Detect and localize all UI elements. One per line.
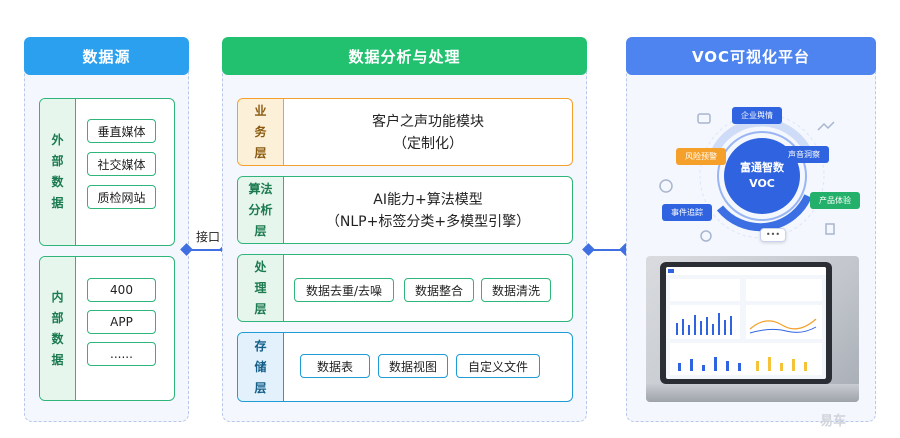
laptop-base [646,384,859,402]
voc-badge-risk-warning: 风险预警 [676,148,726,165]
thumb-icon [825,223,835,235]
voc-badge-product-experience: 产品体验 [810,192,860,209]
algorithm-text: AI能力+算法模型 （NLP+标签分类+多模型引擎） [284,189,572,233]
voc-header: VOC可视化平台 [626,37,876,75]
tag-char: 外 [51,133,64,147]
gauge-icon [659,179,673,193]
voc-title: VOC可视化平台 [691,47,811,66]
data-source-header: 数据源 [24,37,189,75]
tag-char: 算法 [248,181,273,196]
tag-char: 存 [254,338,267,353]
external-source-chip: 社交媒体 [87,152,156,176]
storage-layer-tag: 存 储 层 [238,333,284,401]
tag-char: 务 [254,124,267,139]
tag-char: 层 [254,223,267,238]
dashboard-mini-chart [666,267,826,375]
tag-char: 据 [51,196,64,210]
storage-chip: 数据表 [300,354,370,378]
search-icon [700,230,712,242]
bell-icon [697,113,711,124]
voc-badge-public-opinion: 企业舆情 [732,107,782,124]
voc-center-line: VOC [749,177,775,190]
tag-char: 数 [51,331,64,346]
watermark-text: 易车 [820,414,847,429]
more-button[interactable]: ••• [760,228,786,242]
tag-char: 部 [51,154,64,168]
voc-center-label: 富通智数 VOC [726,160,798,192]
data-source-title: 数据源 [82,47,131,66]
business-layer-tag: 业 务 层 [238,99,284,165]
voc-center-line: 富通智数 [740,161,784,174]
algorithm-line: （NLP+标签分类+多模型引擎） [325,214,531,230]
business-line: （定制化） [393,136,463,152]
tag-char: 内 [51,289,64,304]
interface-label: 接口 [195,230,220,244]
trend-icon [817,121,835,131]
tag-char: 层 [254,301,267,316]
internal-source-chip: 400 [87,278,156,302]
tag-char: 数 [51,175,64,189]
tag-char: 处 [254,259,267,274]
voc-core-halo [717,131,807,221]
algorithm-layer-tag: 算法 分析 层 [238,177,284,243]
tag-char: 分析 [248,202,273,217]
external-data-tag: 外 部 数 据 [40,99,76,245]
internal-source-chip: ...... [87,342,156,366]
business-module-text: 客户之声功能模块 （定制化） [284,111,572,155]
voc-badge-event-tracking: 事件追踪 [662,204,712,221]
tag-char: 部 [51,310,64,325]
internal-source-chip: APP [87,310,156,334]
tag-char: 理 [254,280,267,295]
voc-badge-voice-insight: 声音洞察 [779,146,829,163]
algorithm-layer: 算法 分析 层 AI能力+算法模型 （NLP+标签分类+多模型引擎） [237,176,573,244]
external-source-chip: 质检网站 [87,185,156,209]
storage-chip: 数据视图 [378,354,448,378]
tag-char: 据 [51,352,64,367]
processing-layer-tag: 处 理 层 [238,255,284,321]
business-layer: 业 务 层 客户之声功能模块 （定制化） [237,98,573,166]
processing-chip: 数据去重/去噪 [294,278,394,302]
internal-data-tag: 内 部 数 据 [40,257,76,400]
external-source-chip: 垂直媒体 [87,119,156,143]
business-line: 客户之声功能模块 [372,114,484,130]
watermark-logo: 易车 [820,410,846,429]
laptop-screen [666,267,826,379]
analysis-title: 数据分析与处理 [348,47,461,66]
output-connector-line [588,249,626,251]
storage-chip: 自定义文件 [456,354,540,378]
tag-char: 层 [254,145,267,160]
processing-chip: 数据清洗 [481,278,551,302]
tag-char: 业 [254,103,267,118]
tag-char: 储 [254,359,267,374]
laptop-dashboard-image [646,256,859,402]
analysis-header: 数据分析与处理 [222,37,587,75]
ring-arc-accent [716,194,812,232]
processing-chip: 数据整合 [404,278,474,302]
interface-connector-line [186,249,226,251]
algorithm-line: AI能力+算法模型 [373,192,483,208]
tag-char: 层 [254,380,267,395]
